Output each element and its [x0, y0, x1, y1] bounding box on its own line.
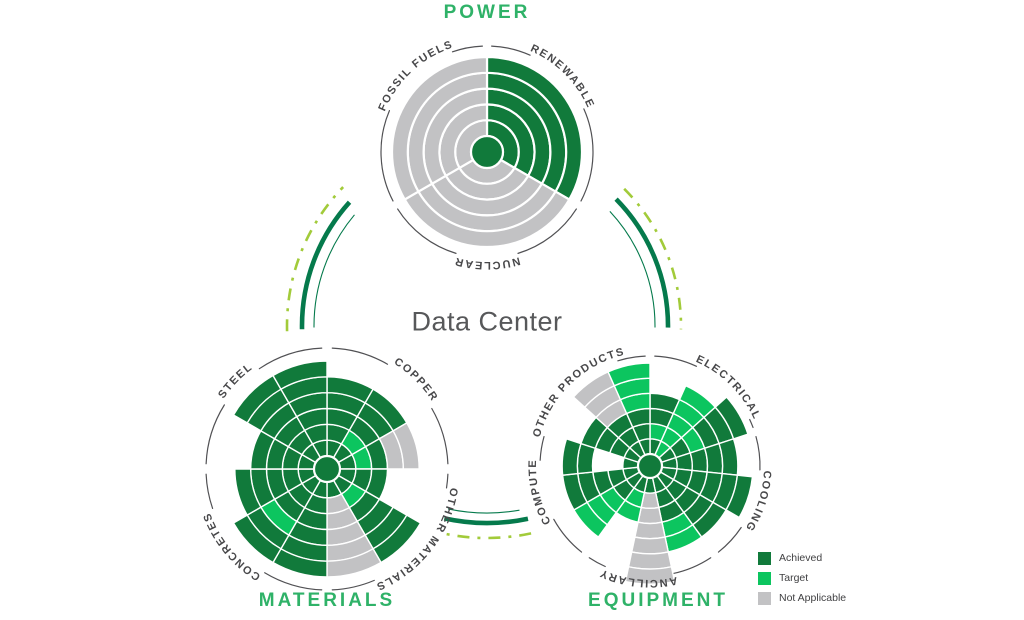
materials-chart-title: MATERIALS: [258, 590, 396, 611]
materials-sector: [326, 376, 375, 459]
sector-cell: [392, 421, 420, 470]
boundary-arc-segment: [431, 407, 449, 465]
sector-cell: [689, 447, 709, 473]
boundary-arc-segment: [580, 108, 594, 202]
equipment-sector: [651, 474, 703, 553]
connector-arcs: [285, 186, 683, 540]
connector-arc-thin: [448, 508, 520, 514]
not-applicable-color-chip: [758, 591, 771, 605]
sector-cell: [630, 536, 670, 555]
materials-center-dot: [312, 454, 342, 484]
boundary-arc-segment: [654, 355, 698, 367]
sector-cell: [561, 437, 582, 476]
legend-label: Not Applicable: [779, 592, 847, 604]
equipment-sector: [572, 471, 644, 539]
sector-cell: [637, 506, 663, 525]
sector-cell: [234, 468, 262, 517]
equipment-sector: [580, 416, 643, 464]
equipment-sector: [653, 384, 717, 459]
connector-arc-thin: [313, 214, 355, 328]
boundary-arc-segment: [331, 579, 375, 591]
sector-label-copper: COPPER: [392, 356, 440, 404]
sector-cell: [390, 55, 489, 202]
legend-item-target: Target: [758, 568, 846, 588]
power-sectors: [390, 55, 584, 249]
sector-cell: [714, 396, 749, 440]
power-sector: [390, 55, 489, 202]
legend: Achieved Target Not Applicable: [758, 548, 846, 608]
connector-materials-equipment: [442, 508, 532, 540]
boundary-arc-segment: [264, 572, 323, 591]
materials-sector: [272, 479, 328, 578]
target-color-chip: [758, 571, 771, 585]
boundary-arc-segment: [717, 526, 742, 553]
connector-power-equipment: [609, 187, 683, 330]
equipment-sector: [561, 437, 640, 476]
equipment-sector: [572, 370, 647, 459]
connector-arc-dash: [442, 532, 532, 540]
boundary-arc-segment: [205, 404, 225, 465]
power-center-dot: [469, 134, 505, 170]
sector-label-nuclear: NUCLEAR: [453, 254, 522, 271]
equipment-center-dot: [636, 452, 664, 480]
sector-cell: [624, 565, 676, 585]
legend-item-achieved: Achieved: [758, 548, 846, 568]
connector-power-materials: [285, 186, 355, 332]
sector-cell: [272, 360, 328, 391]
sector-cell: [634, 521, 666, 540]
connector-arc-thick: [443, 516, 529, 526]
equipment-sector: [615, 474, 649, 524]
boundary-arc-segment: [755, 436, 761, 471]
center-title: Data Center: [411, 306, 563, 337]
sector-cell: [718, 437, 739, 476]
sector-cell: [607, 362, 651, 387]
sector-cell: [725, 474, 754, 519]
boundary-arc-segment: [331, 347, 389, 365]
sector-cell: [627, 551, 673, 570]
equipment-sectors: [561, 362, 754, 585]
materials-boundary-ring: [205, 347, 449, 591]
materials-sector: [337, 421, 420, 470]
legend-label: Target: [779, 572, 809, 584]
power-chart-title: POWER: [443, 2, 531, 23]
power-sector: [403, 158, 571, 249]
materials-sector: [234, 468, 317, 517]
materials-sector: [332, 388, 408, 464]
power-boundary-ring: [380, 45, 594, 254]
boundary-arc-segment: [451, 45, 483, 53]
boundary-arc-segment: [258, 347, 323, 370]
connector-arc-thick: [299, 200, 352, 330]
materials-sectors: [232, 360, 422, 578]
materials-sector: [332, 474, 422, 564]
boundary-arc-segment: [539, 436, 545, 461]
sector-label-compute: COMPUTE: [527, 459, 554, 527]
legend-label: Achieved: [779, 552, 823, 564]
boundary-arc-segment: [517, 208, 577, 254]
achieved-color-chip: [758, 551, 771, 565]
boundary-arc-segment: [445, 473, 449, 489]
boundary-arc-segment: [672, 557, 712, 575]
materials-sector: [249, 429, 317, 470]
boundary-arc-segment: [749, 418, 754, 429]
power-sector: [485, 55, 584, 202]
boundary-arc-segment: [491, 45, 531, 56]
boundary-arc-segment: [617, 355, 646, 362]
boundary-arc-segment: [205, 473, 214, 509]
equipment-chart-title: EQUIPMENT: [588, 590, 728, 611]
connector-arc-thick: [614, 197, 671, 328]
connector-arc-dash: [623, 187, 683, 330]
connector-arc-thin: [609, 211, 656, 328]
legend-item-not-applicable: Not Applicable: [758, 588, 846, 608]
boundary-arc-segment: [588, 557, 606, 568]
boundary-arc-segment: [397, 208, 457, 254]
equipment-boundary-ring: [539, 355, 761, 575]
materials-sector: [272, 360, 328, 459]
boundary-arc-segment: [380, 109, 394, 202]
boundary-arc-segment: [553, 518, 583, 553]
